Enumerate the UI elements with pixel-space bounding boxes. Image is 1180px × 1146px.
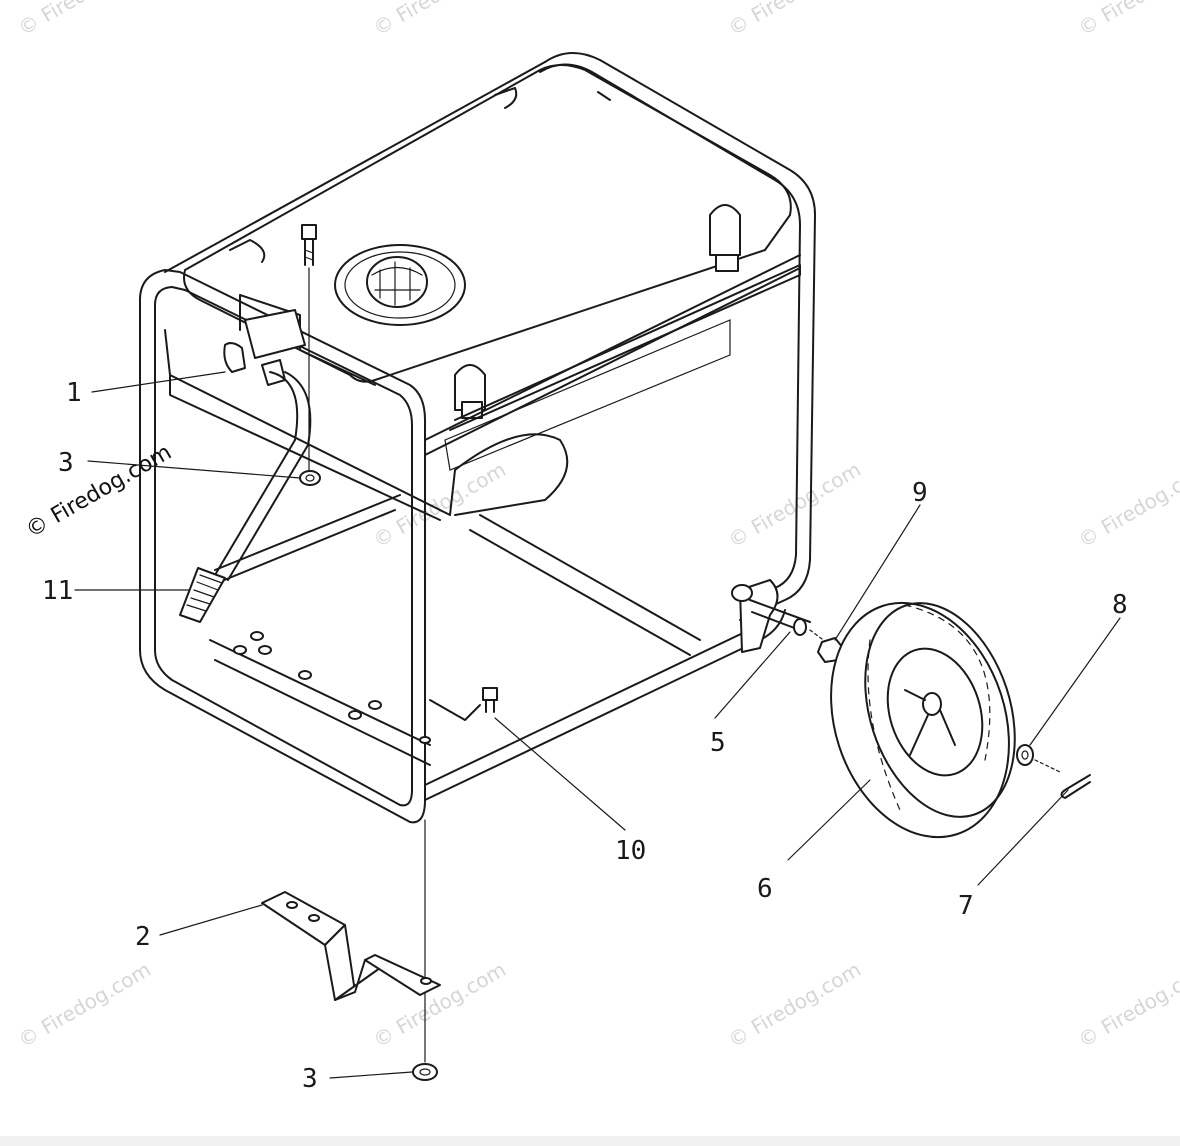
foot-bracket xyxy=(261,891,441,1001)
center-bolt xyxy=(482,687,498,713)
part-label-10: 10 xyxy=(615,836,647,866)
bottom-strip xyxy=(0,1136,1180,1146)
part-label-7: 7 xyxy=(958,891,974,921)
part-label-2: 2 xyxy=(135,922,151,952)
wheel xyxy=(830,601,1016,839)
part-label-6: 6 xyxy=(757,874,773,904)
part-label-11: 11 xyxy=(42,576,74,606)
washer xyxy=(1016,744,1061,773)
tube-frame xyxy=(139,52,816,824)
base-holes xyxy=(233,631,431,744)
upper-nut xyxy=(299,470,321,486)
leader-lines xyxy=(74,371,1121,1079)
hitch-pin xyxy=(1060,774,1091,799)
top-bolt xyxy=(299,224,321,486)
part-label-1: 1 xyxy=(66,378,82,408)
lower-nut xyxy=(412,1063,438,1081)
axle-assembly xyxy=(731,579,831,653)
fuel-tank xyxy=(183,64,801,471)
part-label-3-lower: 3 xyxy=(302,1064,318,1094)
handle-bracket xyxy=(223,309,306,386)
handle-tube xyxy=(179,371,312,623)
fuel-cap xyxy=(366,256,428,308)
part-label-9: 9 xyxy=(912,478,928,508)
part-label-3-upper: 3 xyxy=(58,448,74,478)
part-label-8: 8 xyxy=(1112,590,1128,620)
handle-grip xyxy=(179,567,226,623)
part-label-5: 5 xyxy=(710,728,726,758)
